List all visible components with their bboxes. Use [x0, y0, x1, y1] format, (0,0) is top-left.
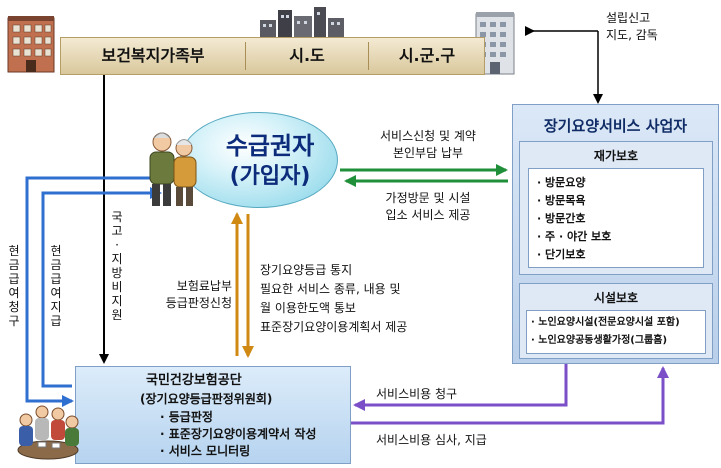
facility-care-list: · 노인요양시설(전문요양시설 포함) · 노인요양공동생활가정(그룹홈): [526, 310, 706, 354]
nhis-item: · 등급판정: [160, 410, 213, 424]
nhis-title: 국민건강보험공단: [146, 373, 242, 388]
nhis-box: 국민건강보험공단 (장기요양등급판정위원회) · 등급판정 · 표준장기요양이용…: [75, 366, 351, 464]
home-care-item: · 단기보호: [537, 248, 586, 261]
notice-line: 필요한 서비스 종류, 내용 및: [260, 282, 401, 296]
recipient-ellipse: [180, 112, 338, 208]
supervision-line: 설립신고: [606, 11, 651, 25]
cash-pay-arrow: [41, 187, 162, 388]
facility-care-box: 시설보호 · 노인요양시설(전문요양시설 포함) · 노인요양공동생활가정(그룹…: [519, 283, 713, 359]
supervision-arrow: [525, 26, 603, 104]
cost-review-arrow: [351, 366, 669, 425]
subsidy-label: 국고·지방비지원: [111, 210, 123, 322]
recipient-subtitle: (가입자): [229, 164, 311, 189]
provide-line: 입소 서비스 제공: [385, 208, 471, 222]
notice-label: 장기요양등급 통지 필요한 서비스 종류, 내용 및 월 이용한도액 통보 표준…: [260, 261, 407, 337]
cost-claim-arrow: [353, 364, 568, 411]
gov-divider: [368, 42, 369, 70]
notice-line: 월 이용한도액 통보: [260, 301, 356, 315]
facility-care-title: 시설보호: [593, 291, 639, 305]
home-care-list: · 방문요양 · 방문목욕 · 방문간호 · 주 · 야간 보호 · 단기보호: [528, 168, 704, 268]
notice-line: 장기요양등급 통지: [260, 263, 353, 277]
nhis-item: · 서비스 모니터링: [160, 444, 251, 458]
apply-line: 서비스신청 및 계약: [380, 129, 476, 143]
cash-claim-arrow: [25, 176, 163, 407]
home-care-item: · 주 · 야간 보호: [537, 230, 612, 243]
cash-claim-label: 현금급여청구: [8, 244, 20, 328]
home-care-item: · 방문요양: [537, 176, 586, 189]
nhis-subtitle: (장기요양등급판정위원회): [140, 392, 273, 406]
provider-title: 장기요양서비스 사업자: [543, 117, 688, 135]
provider-box: 장기요양서비스 사업자 재가보호 · 방문요양 · 방문목욕 · 방문간호 · …: [512, 104, 719, 364]
city-label: 시.군.구: [398, 46, 456, 65]
supervision-note: 설립신고 지도, 감독: [606, 10, 658, 44]
home-care-box: 재가보호 · 방문요양 · 방문목욕 · 방문간호 · 주 · 야간 보호 · …: [519, 141, 713, 275]
facility-care-item: · 노인요양시설(전문요양시설 포함): [531, 317, 680, 328]
office-building-icon: [7, 16, 55, 73]
meeting-people-icon: [17, 405, 79, 460]
home-care-item: · 방문간호: [537, 212, 586, 225]
nhis-item: · 표준장기요양이용계약서 작성: [160, 427, 317, 441]
premium-line: 등급판정신청: [165, 296, 232, 310]
notice-line: 표준장기요양이용계획서 제공: [260, 320, 408, 334]
provide-line: 가정방문 및 시설: [385, 191, 471, 205]
cash-pay-label: 현금급여지급: [50, 244, 62, 328]
premium-line: 보험료납부: [176, 279, 232, 293]
recipient-title: 수급권자: [225, 132, 315, 160]
cost-review-label: 서비스비용 심사, 지급: [376, 433, 487, 447]
gov-divider: [245, 42, 246, 70]
province-label: 시.도: [289, 46, 325, 65]
home-care-title: 재가보호: [593, 149, 639, 163]
apply-line: 본인부담 납부: [392, 146, 464, 160]
government-bar: 보건복지가족부 시.도 시.군.구: [60, 37, 485, 75]
home-care-item: · 방문목욕: [537, 194, 586, 207]
city-buildings-icon: [260, 7, 344, 42]
premium-label: 보험료납부 등급판정신청: [152, 278, 232, 312]
provide-label: 가정방문 및 시설 입소 서비스 제공: [372, 190, 484, 224]
supervision-line: 지도, 감독: [606, 28, 658, 42]
facility-care-item: · 노인요양공동생활가정(그룹홈): [531, 335, 668, 346]
apply-label: 서비스신청 및 계약 본인부담 납부: [366, 128, 490, 162]
elderly-couple-icon: [149, 132, 197, 206]
ministry-label: 보건복지가족부: [101, 46, 205, 65]
cost-claim-label: 서비스비용 청구: [376, 387, 458, 401]
